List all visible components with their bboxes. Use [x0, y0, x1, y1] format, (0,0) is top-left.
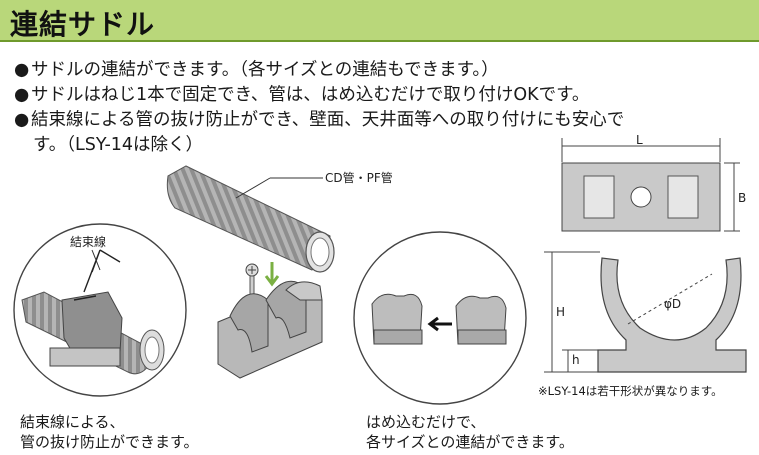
feature-item-continuation: す。（LSY-14は除く） — [33, 135, 204, 155]
dim-label-h: h — [572, 353, 580, 367]
bullet-mark: ● — [14, 85, 30, 105]
label-tie-wire: 結束線 — [70, 234, 106, 249]
dim-label-H: H — [556, 305, 565, 319]
connected-saddles-drawing — [217, 280, 323, 379]
feature-item: ●結束線による管の抜け防止ができ、壁面、天井面等への取り付けにも安心で — [14, 108, 749, 133]
dim-label-phiD: φD — [664, 297, 681, 311]
dim-label-L: L — [636, 133, 643, 147]
feature-item: ●サドルはねじ1本で固定でき、管は、はめ込むだけで取り付けOKです。 — [14, 83, 749, 108]
bullet-mark: ● — [14, 60, 30, 80]
left-arrow-icon — [427, 316, 452, 332]
top-view-drawing: L B — [561, 133, 746, 232]
shape-note: ※LSY-14は若干形状が異なります。 — [538, 384, 723, 398]
detail-circle-right — [353, 231, 527, 405]
caption-right-line1: はめ込むだけで、 — [366, 413, 486, 431]
cd-pf-pipe-drawing — [166, 165, 335, 273]
label-cd-pf-pipe: CD管・PF管 — [325, 170, 393, 185]
screw-icon — [245, 263, 259, 301]
tie-wire-leader-line — [91, 249, 101, 271]
title-bar: 連結サドル — [0, 0, 759, 42]
pipe-leader-line — [235, 177, 271, 199]
detail-circle-left — [13, 223, 187, 397]
caption-left-line1: 結束線による、 — [20, 413, 125, 431]
down-arrow-icon — [264, 262, 280, 287]
dim-label-B: B — [738, 191, 746, 205]
feature-list: ●サドルの連結ができます。（各サイズとの連結もできます。） ●サドルはねじ1本で… — [14, 58, 749, 158]
caption-left-line2: 管の抜け防止ができます。 — [20, 433, 199, 451]
caption-right-line2: 各サイズとの連結ができます。 — [366, 433, 574, 451]
bullet-mark: ● — [14, 110, 30, 130]
side-view-drawing: φD H h — [544, 251, 747, 373]
feature-item: ●サドルの連結ができます。（各サイズとの連結もできます。） — [14, 58, 749, 83]
page-title: 連結サドル — [10, 8, 156, 41]
